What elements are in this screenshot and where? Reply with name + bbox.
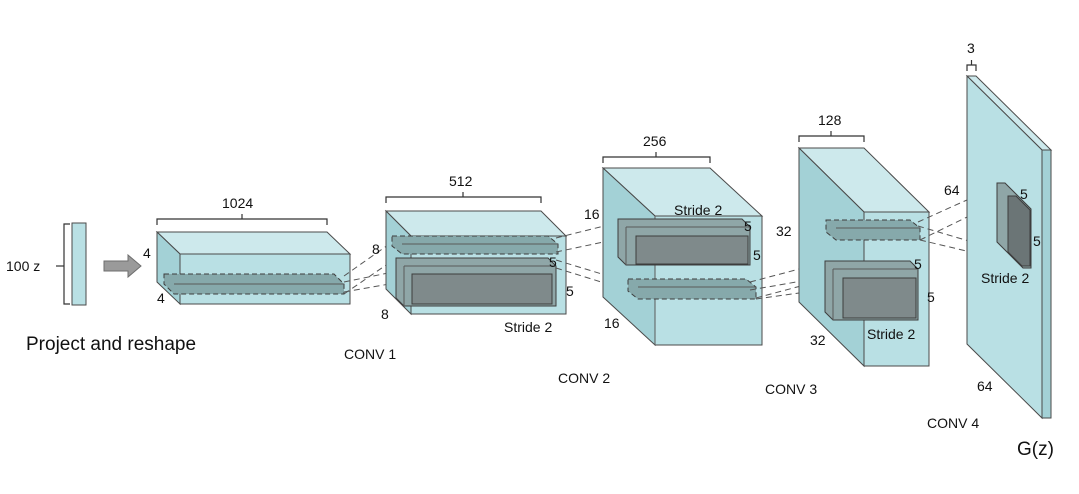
arrow-icon [103, 253, 142, 279]
volume-1024: 1024 4 4 [143, 195, 352, 306]
vol4-k2-label: 5 [927, 289, 935, 305]
vol2-w-label: 8 [381, 306, 389, 322]
vol1-h-label: 4 [143, 245, 151, 261]
vol4-depth-brace [798, 135, 865, 142]
volume-128: 128 32 32 5 5 Stride 2 CONV 3 [765, 112, 935, 397]
conv1-label: CONV 1 [344, 346, 396, 362]
vol3-kernel-slab [627, 278, 757, 300]
vol3-h-label: 16 [584, 206, 600, 222]
volume-output: 3 64 64 5 5 Stride 2 CONV 4 [927, 40, 1053, 431]
vol3-depth-label: 256 [643, 133, 667, 149]
vol3-k1-label: 5 [744, 218, 752, 234]
out-w-label: 64 [977, 378, 993, 394]
z-vector-bar [71, 222, 87, 306]
conv2-label: CONV 2 [558, 370, 610, 386]
vol4-k1-label: 5 [914, 256, 922, 272]
vol2-h-label: 8 [372, 241, 380, 257]
vol3-k2-label: 5 [753, 247, 761, 263]
output-label: G(z) [1017, 439, 1054, 460]
out-h-label: 64 [944, 182, 960, 198]
out-k2-label: 5 [1033, 233, 1041, 249]
z-bracket [63, 223, 70, 305]
vol2-depth-brace [385, 196, 542, 203]
conv4-label: CONV 4 [927, 415, 979, 431]
project-arrow [103, 253, 142, 279]
vol3-stride-label: Stride 2 [674, 202, 722, 218]
vol2-kernel-slab [391, 235, 559, 255]
vol4-w-label: 32 [810, 332, 826, 348]
conv3-label: CONV 3 [765, 381, 817, 397]
vol2-depth-label: 512 [449, 173, 473, 189]
input-vector: 100 z [6, 222, 87, 306]
vol3-depth-brace [602, 156, 711, 163]
vol4-stride-label: Stride 2 [867, 326, 915, 342]
vol2-k1-label: 5 [549, 254, 557, 270]
volume-256: 256 16 16 5 5 Stride 2 CONV 2 [558, 133, 764, 386]
vol1-depth-brace [156, 218, 328, 225]
vol4-h-label: 32 [776, 223, 792, 239]
out-stride-label: Stride 2 [981, 270, 1029, 286]
vol2-top [384, 210, 568, 237]
out-depth-label: 3 [967, 40, 975, 56]
input-label: 100 z [6, 258, 40, 274]
vol4-kernel-slab [825, 219, 921, 241]
vol2-k2-label: 5 [566, 283, 574, 299]
out-edge [1041, 149, 1052, 419]
volume-512: 512 8 8 5 5 Stride 2 CONV 1 [344, 173, 574, 362]
vol1-w-label: 4 [157, 290, 165, 306]
vol1-top [155, 231, 352, 255]
vol1-depth-label: 1024 [222, 195, 253, 211]
out-k1-label: 5 [1020, 186, 1028, 202]
out-depth-brace [966, 64, 977, 71]
project-caption: Project and reshape [26, 334, 196, 355]
vol2-stride-label: Stride 2 [504, 319, 552, 335]
vol3-w-label: 16 [604, 315, 620, 331]
vol4-depth-label: 128 [818, 112, 842, 128]
